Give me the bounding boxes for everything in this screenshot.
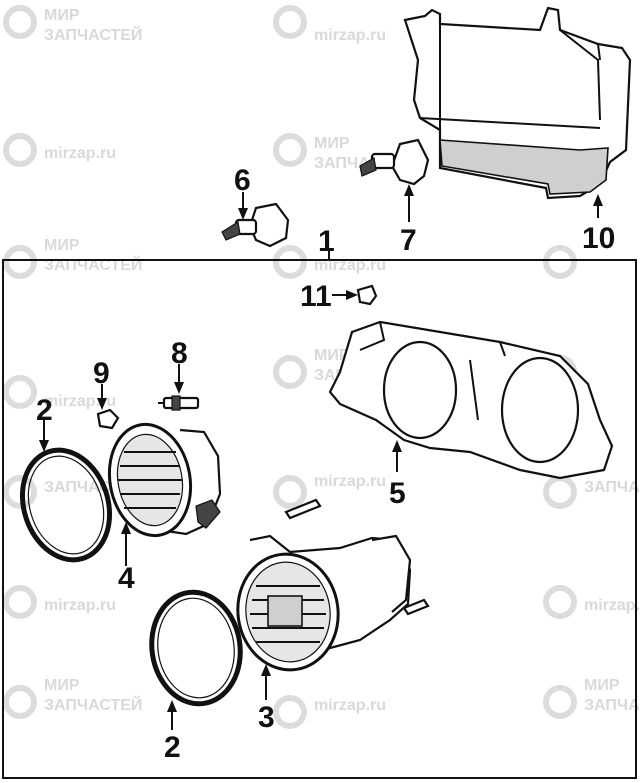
watermark-logo: МИР ЗАПЧАСТЕЙ [543,677,640,719]
callout-9-arrow [97,398,107,410]
callout-6: 6 [234,164,251,197]
callout-6-arrow [238,208,248,220]
part-screw [284,498,430,616]
watermark-line1: МИР [314,135,350,152]
part-6-bulb [221,202,290,248]
callout-4: 4 [118,562,135,595]
watermark-line1: МИР [44,7,80,24]
watermark-line1: МИР [314,347,350,364]
part-11-clip [356,284,378,306]
watermark-url: mirzap.ru [584,597,640,614]
watermark-line1: МИР [44,237,80,254]
watermark-url: mirzap.ru [44,145,116,162]
watermark-line2: ЗАПЧАСТЕЙ [44,695,142,714]
watermark-line1: МИР [584,677,620,694]
watermark-url: mirzap.ru [314,473,386,490]
watermark-logo: МИР ЗАПЧАСТЕЙ [3,237,142,279]
watermark-line2: ЗАПЧАСТЕЙ [584,695,640,714]
watermark-url: mirzap.ru [44,393,116,410]
callout-7-arrow [404,184,414,196]
part-5-housing [328,320,614,480]
part-7-bulb [359,138,430,186]
watermark-logo [543,245,577,279]
watermark-logo: МИР ЗАПЧАСТЕЙ [3,5,142,44]
callout-3: 3 [258,701,275,734]
watermark-logo: mirzap.ru [273,695,386,729]
callout-2b-arrow [167,700,177,712]
watermark-logo: mirzap.ru [273,5,386,44]
part-9-nut [96,408,120,430]
watermark-logo: МИР ЗАПЧАСТЕЙ [3,677,142,719]
callout-1: 1 [318,225,335,258]
callout-2-lower: 2 [164,731,181,764]
watermark-url: mirzap.ru [314,697,386,714]
part-3-headlamp [236,534,412,672]
watermark-url: mirzap.ru [314,27,386,44]
part-2-ring-lower [149,589,243,707]
callout-11: 11 [300,280,332,313]
callout-5: 5 [389,477,406,510]
watermark-logo: mirzap.ru [3,133,116,167]
watermark-url: mirzap.ru [44,597,116,614]
callout-2-upper: 2 [36,394,53,427]
callout-9: 9 [93,357,110,390]
part-8-screw [158,395,200,411]
watermark-logo: ЗАПЧАСТЕЙ [543,475,640,509]
watermark-logo: mirzap.ru [273,245,386,279]
callout-3-arrow [261,664,271,676]
callout-10-arrow [593,194,603,206]
watermark-logo: mirzap.ru [543,585,640,619]
watermark-line2: ЗАПЧАСТЕЙ [44,25,142,44]
callout-10: 10 [582,222,615,255]
part-4-headlamp [107,422,222,538]
callout-4-arrow [121,522,131,534]
watermark-url: mirzap.ru [314,257,386,274]
assembly-frame [2,259,637,779]
part-10-cover [403,6,632,200]
watermark-line2: ЗАПЧАСТЕЙ [584,477,640,496]
callout-11-arrow [346,290,358,300]
callout-2a-arrow [39,440,49,452]
watermark-logo: mirzap.ru [3,585,116,619]
part-2-ring-upper [19,447,113,563]
watermark-line1: МИР [44,677,80,694]
callout-7: 7 [400,224,417,257]
callout-8-arrow [174,382,184,394]
watermark-line2: ЗАПЧАСТЕЙ [44,255,142,274]
callout-5-arrow [392,440,402,452]
callout-8: 8 [171,337,188,370]
watermark-logo: mirzap.ru [3,375,116,410]
watermark-logo: mirzap.ru [273,473,386,509]
